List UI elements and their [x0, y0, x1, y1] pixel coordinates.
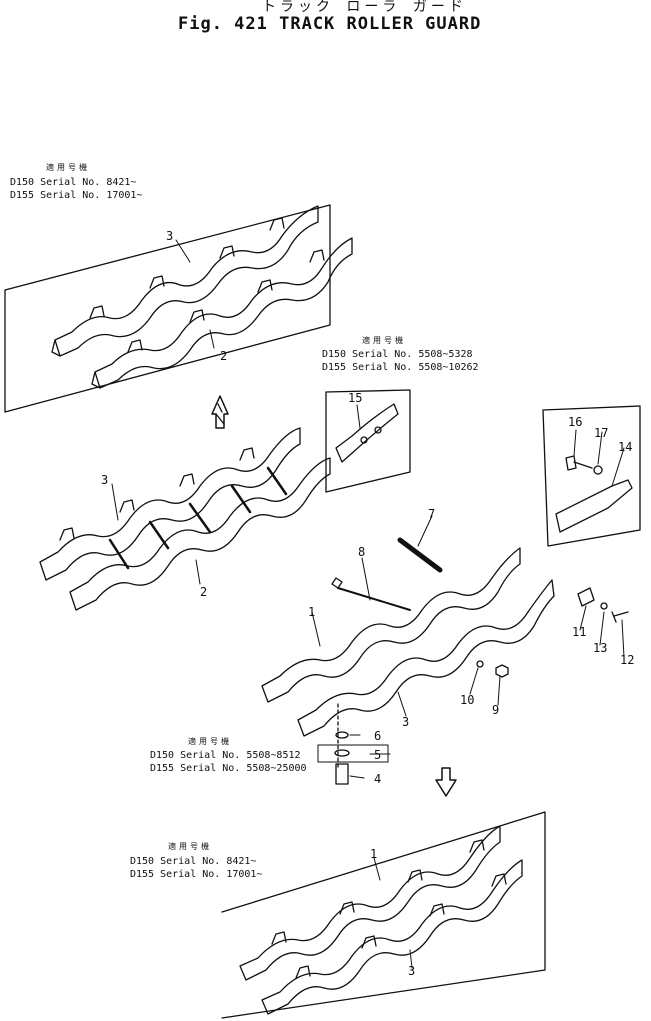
detail-arrow-up: [211, 395, 229, 429]
callout-13: 13: [593, 641, 607, 655]
callout-14: 14: [618, 440, 632, 454]
callout-labels: 3 2 3 2 15 16 17 14 7 8 1 11 13 12 10 9 …: [101, 229, 634, 978]
callout-5: 5: [374, 748, 381, 762]
bolt-16: [565, 455, 593, 471]
serial-line-d150: D150 Serial No. 8421~: [10, 177, 137, 188]
guard-plate-bottom-3: [261, 859, 523, 1015]
callout-9: 9: [492, 703, 499, 717]
guard-plate-top-2: [91, 237, 353, 389]
serial-line-d155: D155 Serial No. 5508~10262: [322, 362, 479, 373]
serial-line-d150: D150 Serial No. 5508~5328: [322, 349, 473, 360]
serial-line-d155: D155 Serial No. 5508~25000: [150, 763, 307, 774]
applicable-header: 適用号機: [46, 163, 90, 172]
callout-10: 10: [460, 693, 474, 707]
applicable-header: 適用号機: [188, 737, 232, 746]
callout-3: 3: [101, 473, 108, 487]
detail-box-15: [325, 389, 411, 493]
callout-3: 3: [166, 229, 173, 243]
callout-4: 4: [374, 772, 381, 786]
bracket-15: [335, 403, 399, 463]
detail-box-top: [4, 204, 331, 413]
serial-line-d150: D150 Serial No. 5508~8512: [150, 750, 301, 761]
washer-17: [593, 465, 603, 475]
serial-line-d155: D155 Serial No. 17001~: [130, 869, 263, 880]
callout-17: 17: [594, 426, 608, 440]
detail-box-14: [542, 405, 641, 547]
callout-12: 12: [620, 653, 634, 667]
title-japanese: トラック ローラ ガード: [262, 0, 467, 15]
callout-15: 15: [348, 391, 362, 405]
callout-6: 6: [374, 729, 381, 743]
callout-11: 11: [572, 625, 586, 639]
applicable-header: 適用号機: [168, 842, 212, 851]
callout-7: 7: [428, 507, 435, 521]
serial-line-d155: D155 Serial No. 17001~: [10, 190, 143, 201]
guard-plate-bottom-1: [239, 825, 501, 981]
callout-8: 8: [358, 545, 365, 559]
guard-assembly-middle: [39, 427, 331, 611]
callout-16: 16: [568, 415, 582, 429]
callout-1: 1: [308, 605, 315, 619]
figure-title: Fig. 421 TRACK ROLLER GUARD: [178, 14, 482, 34]
bolt-group: [317, 703, 389, 785]
guard-assembly-lower: [261, 537, 629, 737]
callout-1: 1: [370, 847, 377, 861]
callout-3: 3: [402, 715, 409, 729]
bracket-14: [555, 479, 633, 533]
detail-arrow-down: [435, 767, 457, 797]
leader-lines: [111, 239, 625, 969]
callout-2: 2: [220, 349, 227, 363]
callout-3: 3: [408, 964, 415, 978]
callout-2: 2: [200, 585, 207, 599]
serial-line-d150: D150 Serial No. 8421~: [130, 856, 257, 867]
detail-box-bottom: [221, 811, 546, 1019]
guard-plate-top-3: [51, 205, 319, 357]
applicable-header: 適用号機: [362, 336, 406, 345]
